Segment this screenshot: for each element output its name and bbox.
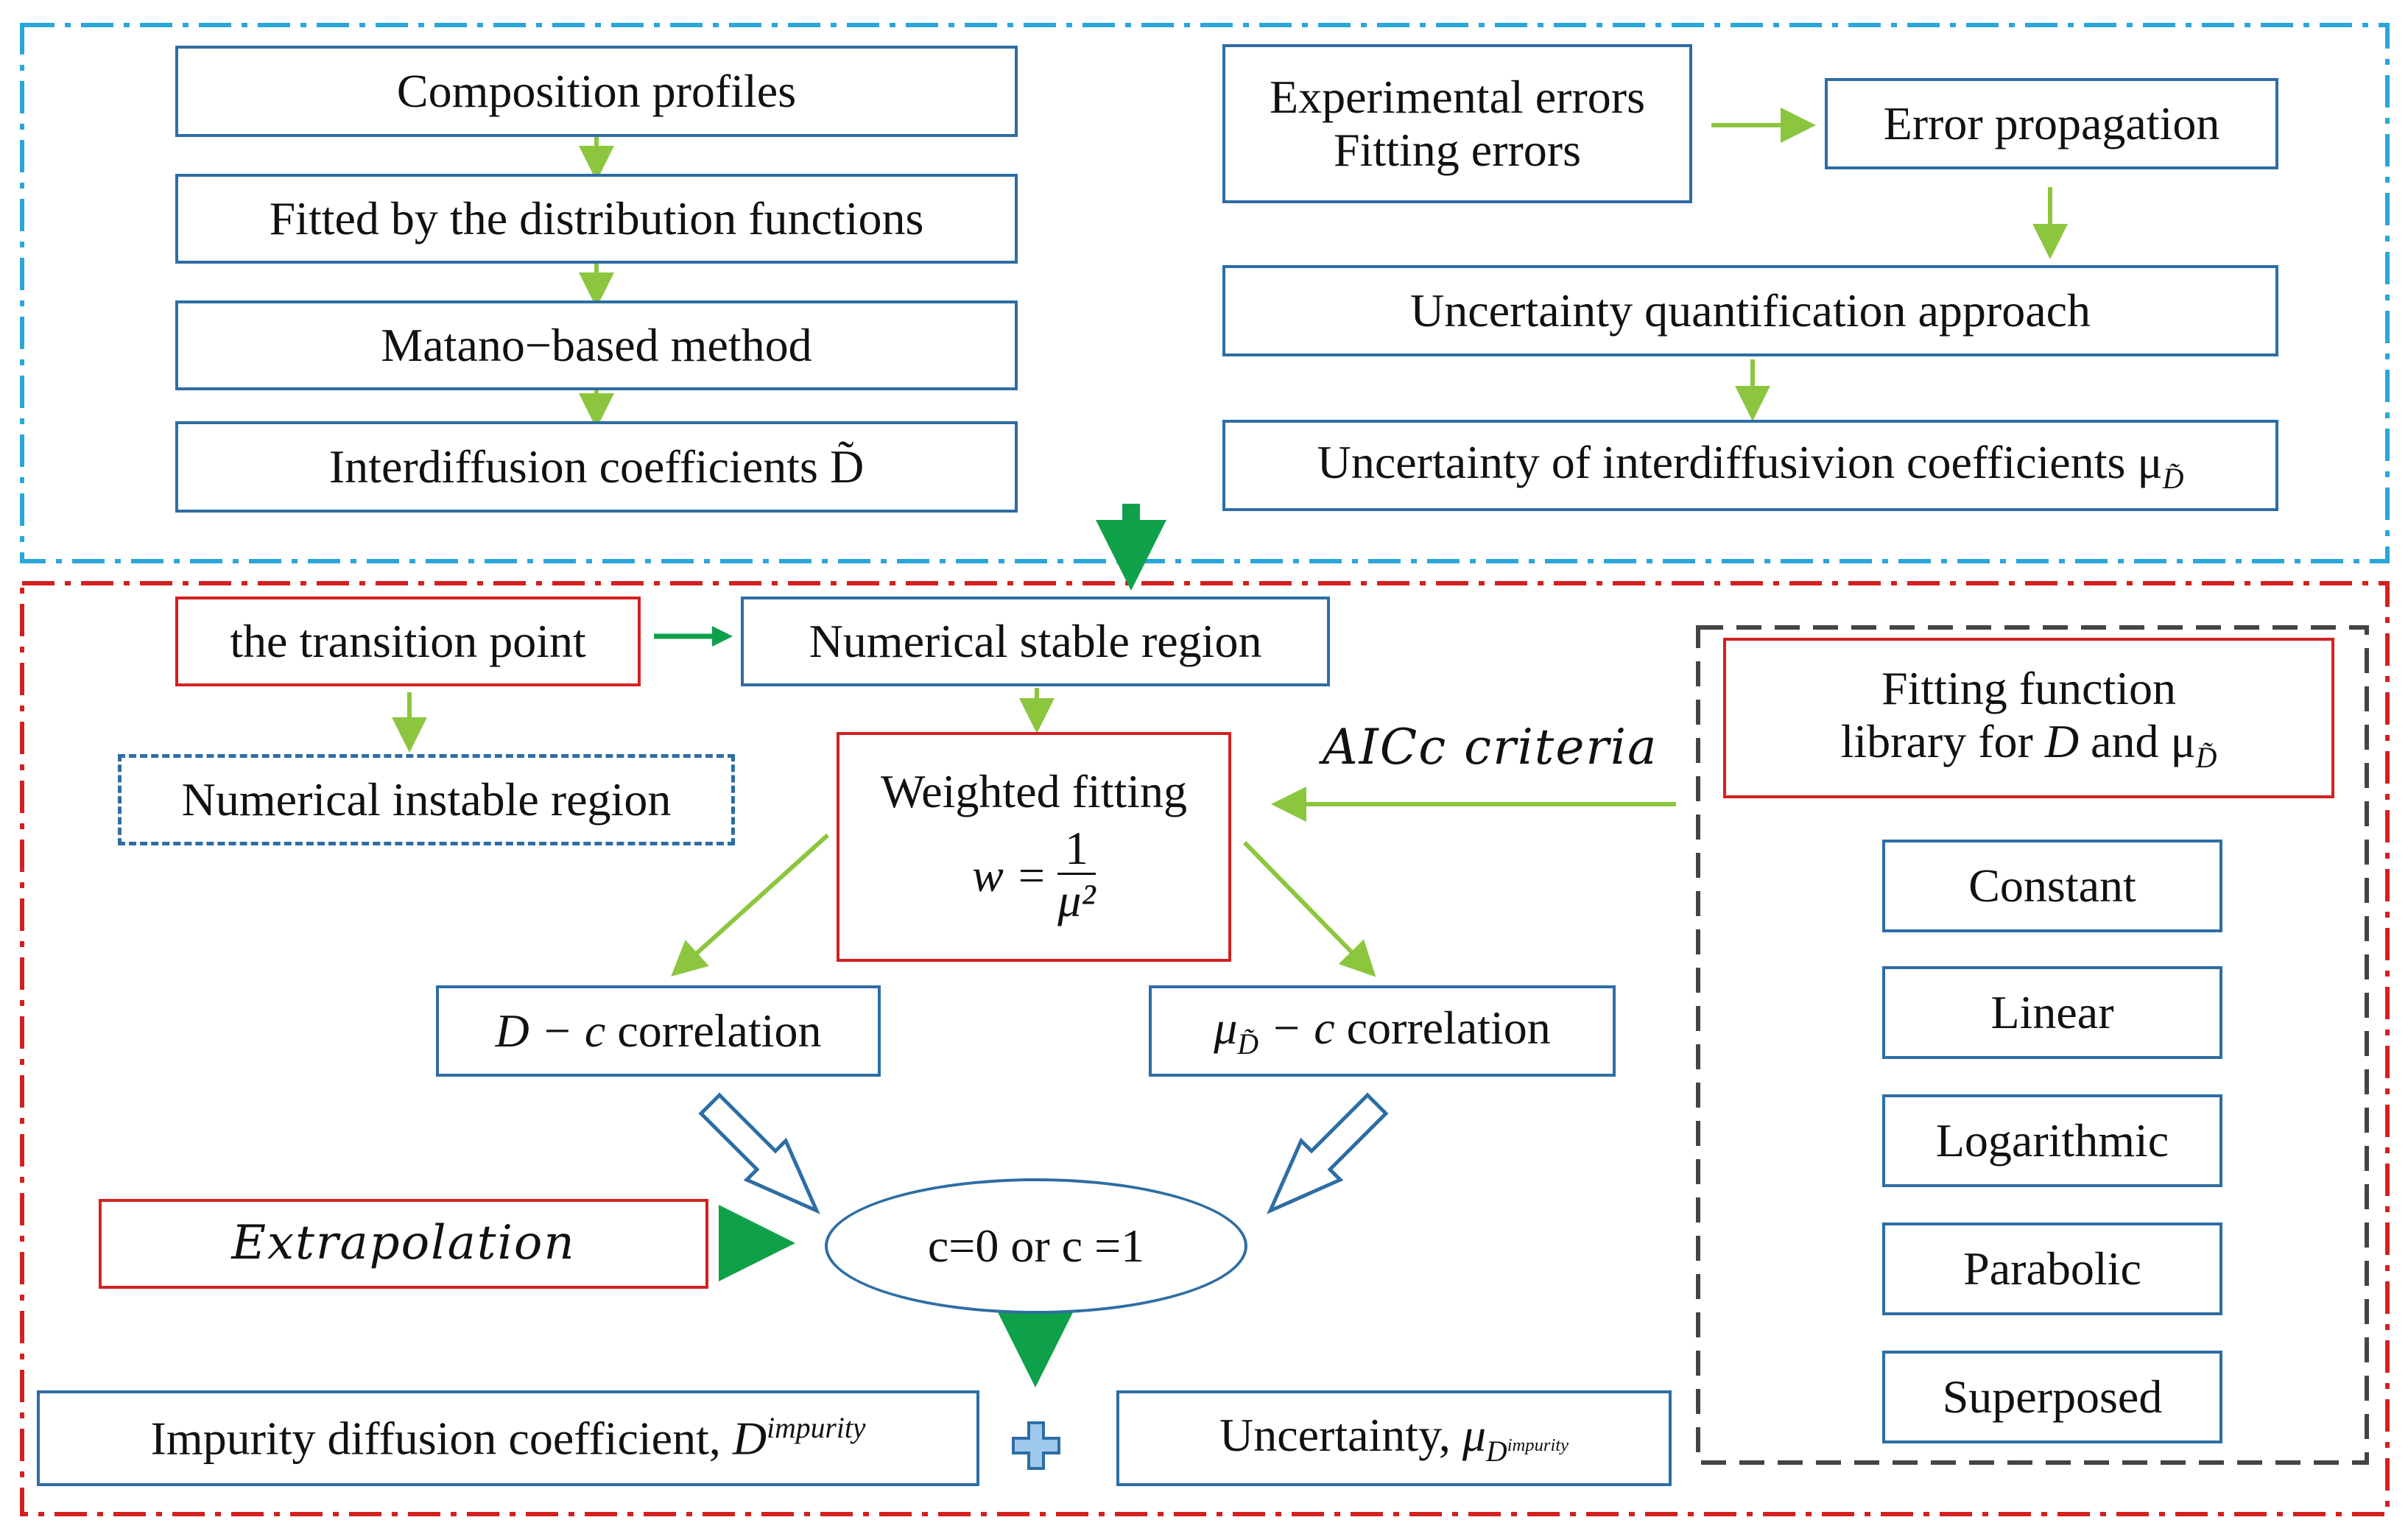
- uncertainty-interdiffusion-subscript: D̃: [2162, 462, 2184, 495]
- numerical-instable-box: Numerical instable region: [118, 754, 735, 845]
- impurity-coefficient-label: Impurity diffusion coefficient, Dimpurit…: [151, 1412, 866, 1465]
- arrow-weighted-to-muc: [1242, 840, 1376, 977]
- muc-correlation-mu: μ: [1214, 1001, 1238, 1054]
- matano-method-label: Matano−based method: [381, 319, 812, 372]
- arrow-weighted-to-dc: [671, 833, 830, 977]
- library-title-prefix: library for: [1840, 714, 2045, 767]
- impurity-coefficient-D: D: [732, 1412, 767, 1465]
- dc-correlation-text: correlation: [605, 1005, 822, 1058]
- library-item-parabolic: Parabolic: [1882, 1222, 2222, 1315]
- plus-icon: [1012, 1421, 1060, 1470]
- error-propagation-box: Error propagation: [1825, 78, 2278, 169]
- errors-box: Experimental errors Fitting errors: [1222, 44, 1692, 203]
- impurity-coefficient-text: Impurity diffusion coefficient,: [150, 1412, 733, 1465]
- dc-correlation-math: D − c: [495, 1005, 606, 1058]
- uq-approach-label: Uncertainty quantification approach: [1409, 284, 2091, 337]
- fitted-distribution-box: Fitted by the distribution functions: [175, 174, 1018, 264]
- boundary-condition-label: c=0 or c =1: [927, 1220, 1145, 1272]
- fitting-errors-label: Fitting errors: [1334, 124, 1581, 176]
- error-propagation-label: Error propagation: [1883, 97, 2220, 150]
- composition-profiles-label: Composition profiles: [396, 65, 797, 118]
- experimental-errors-label: Experimental errors: [1270, 71, 1645, 124]
- uncertainty-impurity-sub-D: D: [1486, 1435, 1507, 1468]
- weighted-formula-numerator: 1: [1057, 823, 1096, 876]
- library-title-D: D: [2044, 714, 2080, 767]
- numerical-stable-label: Numerical stable region: [809, 615, 1262, 668]
- extrapolation-label: Extrapolation: [231, 1216, 576, 1271]
- interdiffusion-coefficients-label: Interdiffusion coefficients D̃: [328, 440, 865, 493]
- impurity-coefficient-superscript: impurity: [767, 1412, 866, 1444]
- dc-correlation-label: D − c correlation: [496, 1005, 822, 1058]
- weighted-formula-denominator: μ²: [1057, 874, 1096, 927]
- uncertainty-impurity-mu: μ: [1462, 1408, 1487, 1461]
- library-title-line1: Fitting function: [1881, 662, 2176, 715]
- library-item-linear: Linear: [1882, 966, 2222, 1059]
- dc-correlation-box: D − c correlation: [436, 985, 881, 1077]
- library-frame: [1696, 625, 2369, 1465]
- weighted-formula-fraction: 1 μ²: [1057, 823, 1096, 927]
- muc-correlation-math: − c: [1258, 1001, 1335, 1054]
- matano-method-box: Matano−based method: [175, 300, 1018, 390]
- hollow-arrow-dc-to-ellipse: [698, 1092, 820, 1214]
- library-item-constant: Constant: [1882, 840, 2222, 932]
- hollow-arrow-muc-to-ellipse: [1267, 1092, 1389, 1214]
- uncertainty-impurity-sub-sup: impurity: [1507, 1435, 1569, 1455]
- uncertainty-impurity-label: Uncertainty, μDimpurity: [1219, 1409, 1569, 1468]
- library-item-linear-label: Linear: [1990, 986, 2114, 1039]
- fitted-distribution-label: Fitted by the distribution functions: [269, 192, 924, 245]
- numerical-stable-box: Numerical stable region: [741, 597, 1330, 686]
- weighted-formula: w = 1 μ²: [972, 823, 1096, 927]
- muc-correlation-subscript: D̃: [1237, 1027, 1258, 1060]
- uncertainty-impurity-box: Uncertainty, μDimpurity: [1116, 1390, 1672, 1486]
- interdiffusion-coefficients-box: Interdiffusion coefficients D̃: [175, 421, 1018, 513]
- boundary-condition-ellipse: c=0 or c =1: [825, 1178, 1247, 1314]
- numerical-instable-label: Numerical instable region: [181, 773, 672, 826]
- library-title-mu: and μ: [2079, 714, 2196, 767]
- transition-point-label: the transition point: [230, 615, 586, 668]
- weighted-fitting-title: Weighted fitting: [880, 765, 1188, 818]
- transition-point-box: the transition point: [175, 597, 641, 686]
- composition-profiles-box: Composition profiles: [175, 46, 1018, 137]
- library-item-logarithmic: Logarithmic: [1882, 1094, 2222, 1187]
- uncertainty-impurity-subscript: Dimpurity: [1486, 1435, 1569, 1468]
- bottom-section-frame: [20, 581, 2390, 1516]
- library-title-line2: library for D and μD̃: [1841, 715, 2217, 774]
- top-section-frame: [20, 23, 2390, 563]
- weighted-formula-lhs: w =: [972, 848, 1047, 901]
- uncertainty-impurity-text: Uncertainty,: [1219, 1408, 1462, 1461]
- uq-approach-box: Uncertainty quantification approach: [1222, 265, 2278, 356]
- library-item-superposed-label: Superposed: [1942, 1371, 2163, 1424]
- aicc-criteria-label: AICc criteria: [1323, 719, 1658, 775]
- extrapolation-box: Extrapolation: [99, 1199, 708, 1289]
- muc-correlation-text: correlation: [1334, 1001, 1551, 1054]
- impurity-coefficient-box: Impurity diffusion coefficient, Dimpurit…: [37, 1390, 979, 1486]
- uncertainty-interdiffusion-text: Uncertainty of interdiffusivion coeffici…: [1317, 435, 2163, 488]
- library-title-mu-subscript: D̃: [2195, 741, 2217, 774]
- library-title-box: Fitting function library for D and μD̃: [1723, 638, 2334, 798]
- muc-correlation-box: μD̃ − c correlation: [1149, 985, 1616, 1077]
- library-item-parabolic-label: Parabolic: [1963, 1242, 2141, 1295]
- library-item-constant-label: Constant: [1968, 859, 2136, 912]
- library-item-superposed: Superposed: [1882, 1351, 2222, 1443]
- weighted-fitting-box: Weighted fitting w = 1 μ²: [837, 732, 1231, 962]
- muc-correlation-label: μD̃ − c correlation: [1214, 1002, 1551, 1060]
- uncertainty-interdiffusion-label: Uncertainty of interdiffusivion coeffici…: [1317, 436, 2184, 495]
- library-item-logarithmic-label: Logarithmic: [1935, 1114, 2169, 1167]
- uncertainty-interdiffusion-box: Uncertainty of interdiffusivion coeffici…: [1222, 420, 2278, 511]
